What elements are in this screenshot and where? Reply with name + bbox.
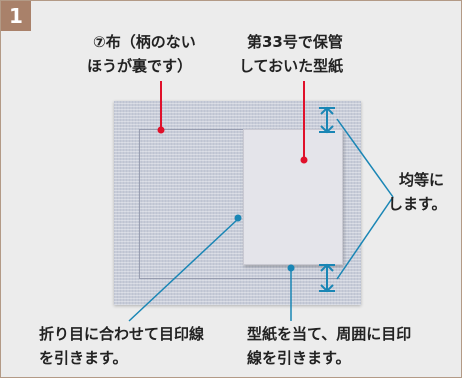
fold-leader-line: [128, 218, 239, 322]
trace-label-line2: 線を引きます。: [247, 349, 351, 367]
fold-marker-dot: [234, 214, 242, 222]
fold-label-line2: を引きます。: [39, 349, 128, 367]
equal-label-line2: します。: [388, 195, 447, 213]
equal-label-line1: 均等に: [399, 171, 445, 189]
cloth-label-line2: ほうが裏です）: [87, 57, 193, 75]
pattern-label-line2: しておいた型紙: [239, 57, 344, 75]
step-number-badge: 1: [1, 1, 31, 31]
cloth-marker-dot: [157, 126, 165, 134]
trace-marker-dot: [287, 264, 295, 272]
equal-leader-lines: [336, 118, 394, 280]
fold-line-marking: [139, 129, 340, 279]
pattern-paper: [243, 129, 343, 265]
bottom-equal-arrow: [319, 263, 335, 293]
top-equal-arrow: [319, 106, 335, 134]
cloth-label-line1: ⑦布（柄のない: [93, 33, 196, 51]
fold-label-line1: 折り目に合わせて目印線: [39, 325, 205, 343]
pattern-marker-dot: [300, 156, 308, 164]
trace-label-line1: 型紙を当て、周囲に目印: [247, 325, 412, 343]
pattern-label-line1: 第33号で保管: [247, 33, 343, 51]
